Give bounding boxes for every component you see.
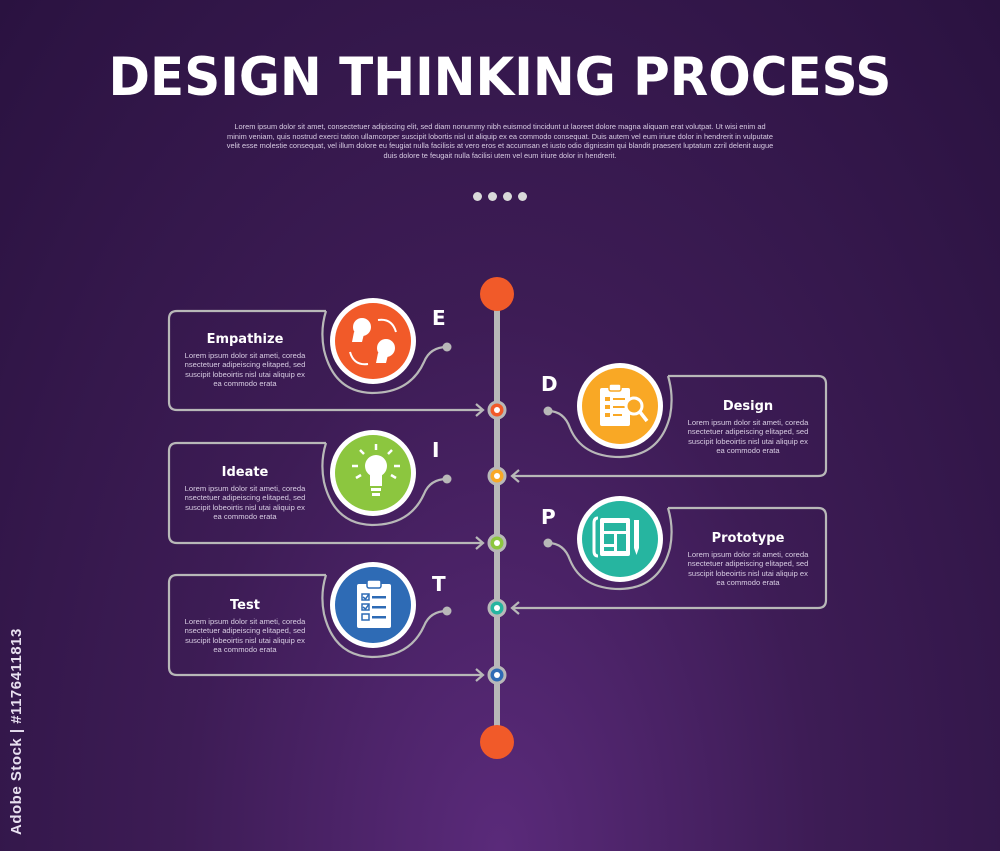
dot — [518, 192, 527, 201]
step-test-node-core — [494, 672, 500, 678]
step-ideate-node-core — [494, 540, 500, 546]
step-prototype-body: Lorem ipsum dolor sit ameti, coreda nsec… — [687, 550, 809, 588]
step-empathize-pin — [442, 342, 452, 352]
step-test-body: Lorem ipsum dolor sit ameti, coreda nsec… — [184, 617, 306, 655]
dot — [503, 192, 512, 201]
pagination-dots — [0, 188, 1000, 206]
step-prototype-connector — [510, 506, 828, 615]
step-empathize-letter: E — [432, 306, 446, 330]
step-test-connector — [167, 573, 485, 682]
people-exchange-icon — [349, 318, 397, 366]
step-design-card: Design Lorem ipsum dolor sit ameti, core… — [683, 399, 813, 456]
step-empathize-body: Lorem ipsum dolor sit ameti, coreda nsec… — [184, 351, 306, 389]
step-design-connector — [510, 374, 828, 483]
step-design-letter: D — [541, 372, 558, 396]
step-design-pin — [543, 406, 553, 416]
dot — [488, 192, 497, 201]
stock-watermark-text: Adobe Stock | #1176411813 — [8, 628, 25, 835]
step-ideate-card: Ideate Lorem ipsum dolor sit ameti, core… — [180, 465, 310, 522]
step-test-pin — [442, 606, 452, 616]
checklist-icon — [357, 579, 391, 628]
step-design-node-core — [494, 473, 500, 479]
step-prototype-pin — [543, 538, 553, 548]
page-subtitle: Lorem ipsum dolor sit amet, consectetuer… — [226, 122, 774, 160]
step-ideate-title: Ideate — [221, 465, 269, 480]
step-design-body: Lorem ipsum dolor sit ameti, coreda nsec… — [687, 418, 809, 456]
lightbulb-icon — [352, 444, 400, 496]
blueprint-icon — [592, 516, 639, 558]
step-design-title: Design — [722, 399, 774, 414]
step-empathize-node-core — [494, 407, 500, 413]
dot — [473, 192, 482, 201]
step-empathize-title: Empathize — [206, 332, 284, 347]
step-empathize-connector — [167, 309, 485, 417]
timeline-start-node — [480, 277, 514, 311]
step-prototype-title: Prototype — [711, 531, 785, 546]
stock-watermark: Adobe Stock | #1176411813 — [8, 615, 32, 835]
step-ideate-body: Lorem ipsum dolor sit ameti, coreda nsec… — [184, 484, 306, 522]
step-ideate-pin — [442, 474, 452, 484]
step-prototype-node-core — [494, 605, 500, 611]
step-test-title: Test — [230, 598, 260, 613]
step-empathize-card: Empathize Lorem ipsum dolor sit ameti, c… — [180, 332, 310, 389]
step-empathize-icon-disc — [335, 303, 411, 379]
step-test-letter: T — [432, 572, 446, 596]
step-prototype-letter: P — [541, 505, 556, 529]
clipboard-search-icon — [600, 383, 649, 426]
page-title: DESIGN THINKING PROCESS — [108, 46, 892, 108]
step-ideate-connector — [167, 441, 485, 550]
step-ideate-letter: I — [432, 438, 440, 462]
timeline-end-node — [480, 725, 514, 759]
step-test-card: Test Lorem ipsum dolor sit ameti, coreda… — [180, 598, 310, 655]
step-prototype-card: Prototype Lorem ipsum dolor sit ameti, c… — [683, 531, 813, 588]
